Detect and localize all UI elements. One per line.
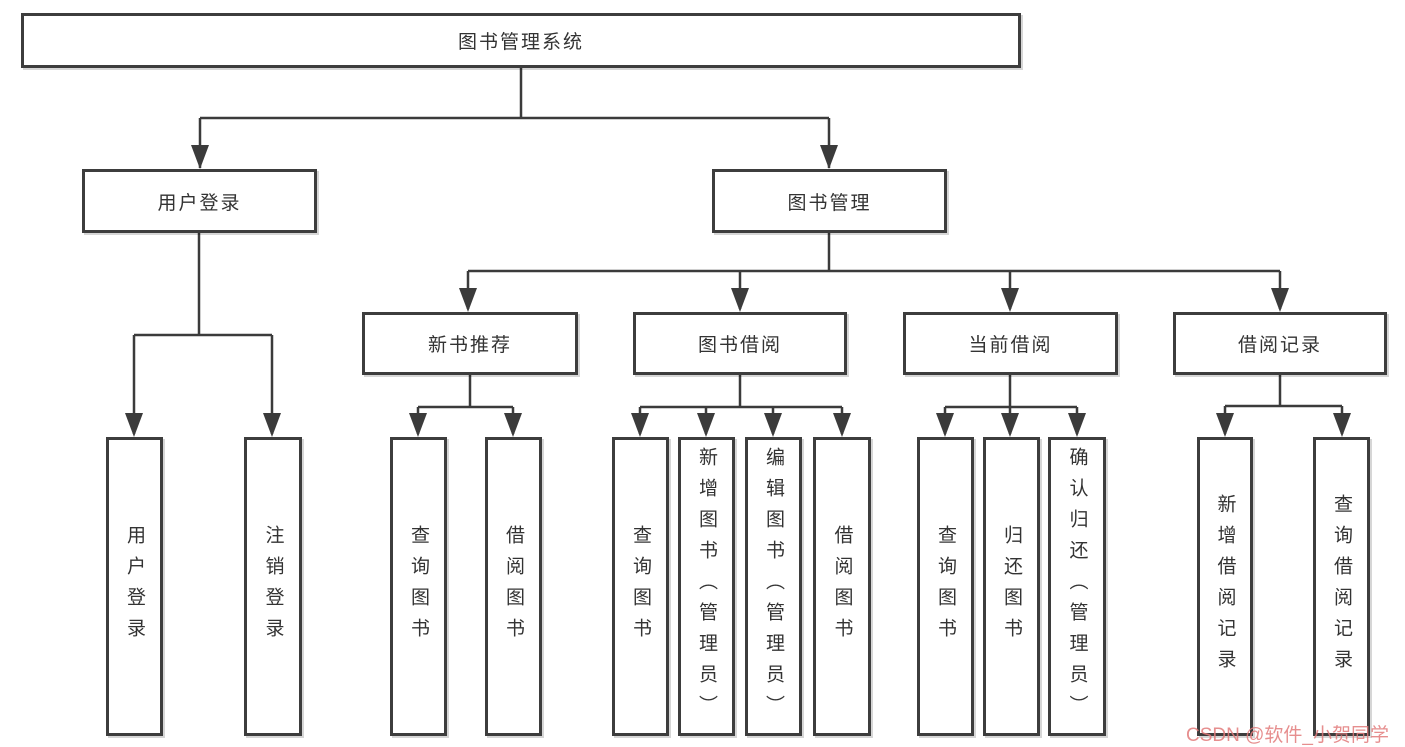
csdn-watermark: CSDN @软件_小贺同学: [1186, 725, 1389, 746]
node-user-login-leaf: 用户登录: [106, 437, 163, 736]
node-user-login: 用户登录: [82, 169, 317, 233]
node-edit-book-admin: 编辑图书（管理员）: [745, 437, 802, 736]
node-logout-leaf: 注销登录: [244, 437, 302, 736]
node-current-borrow: 当前借阅: [903, 312, 1118, 375]
node-book-management: 图书管理: [712, 169, 947, 233]
node-borrow-book-recommend: 借阅图书: [485, 437, 542, 736]
node-query-book-current: 查询图书: [917, 437, 974, 736]
node-query-book-borrow: 查询图书: [612, 437, 669, 736]
node-new-book-recommend: 新书推荐: [362, 312, 578, 375]
node-query-borrow-record: 查询借阅记录: [1313, 437, 1370, 736]
node-borrow-book-leaf: 借阅图书: [813, 437, 871, 736]
node-return-book: 归还图书: [983, 437, 1040, 736]
node-borrow-records: 借阅记录: [1173, 312, 1387, 375]
node-library-management-system: 图书管理系统: [21, 13, 1021, 68]
node-confirm-return-admin: 确认归还（管理员）: [1048, 437, 1106, 736]
node-add-book-admin: 新增图书（管理员）: [678, 437, 735, 736]
node-add-borrow-record: 新增借阅记录: [1197, 437, 1253, 736]
node-book-borrow: 图书借阅: [633, 312, 847, 375]
node-query-book-recommend: 查询图书: [390, 437, 447, 736]
arrowheads: [125, 145, 1351, 437]
